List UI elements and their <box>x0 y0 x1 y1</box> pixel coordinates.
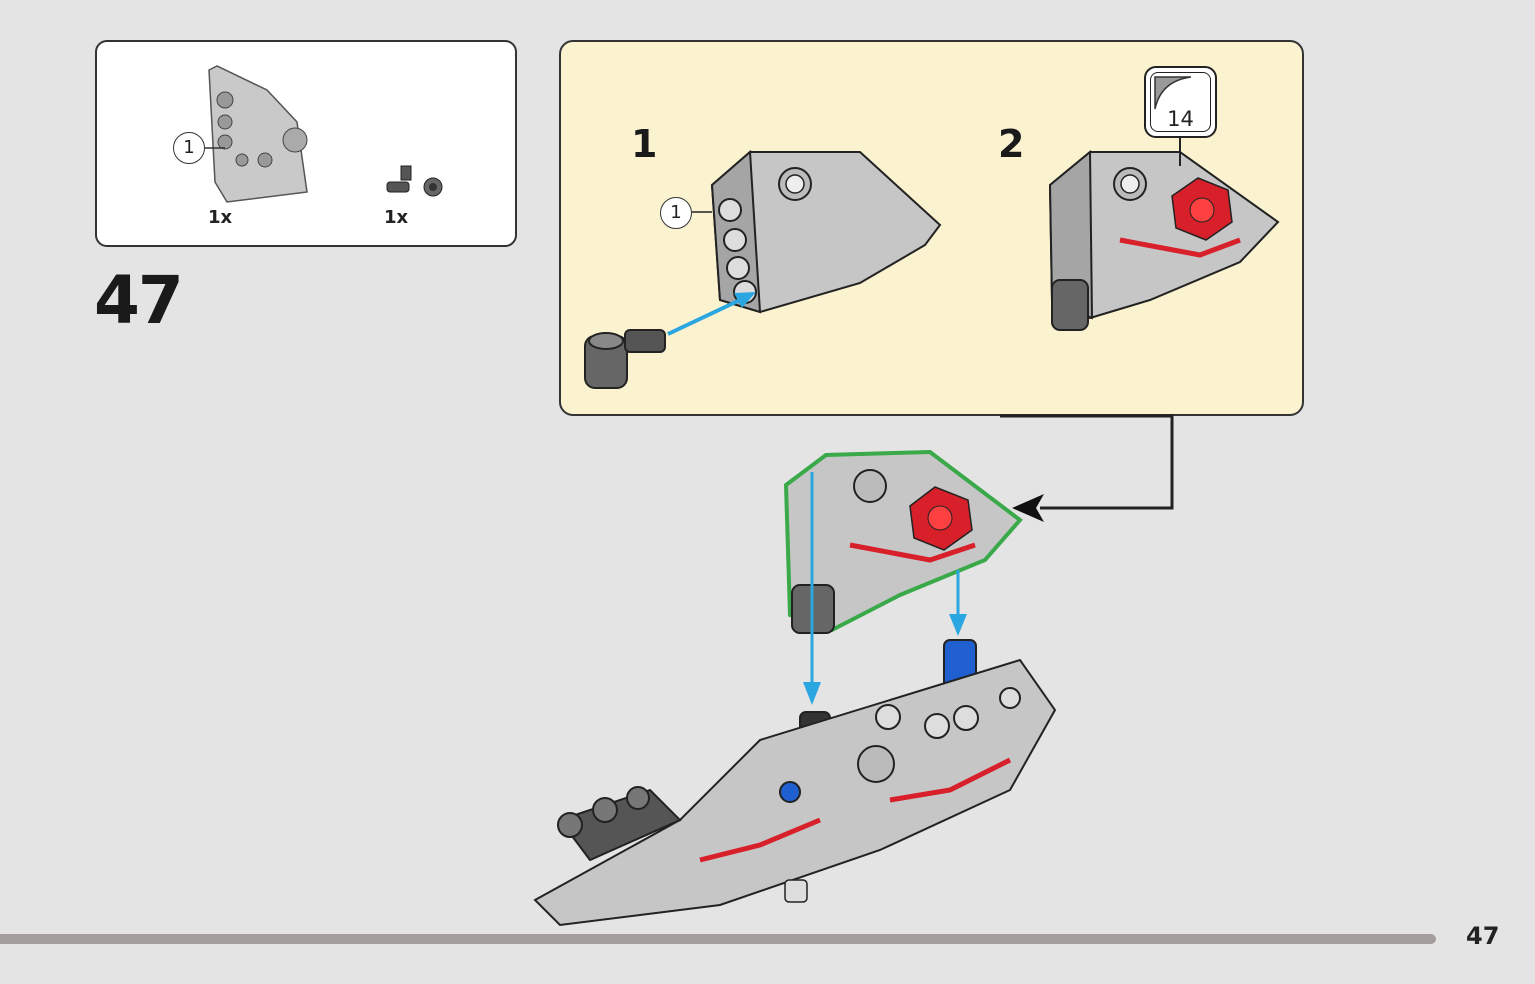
parts-illustrations <box>202 65 443 203</box>
sticker-peel-icon <box>1154 76 1192 110</box>
pin-connector-icon <box>584 329 666 389</box>
part-callout-circle: 1 <box>173 132 205 164</box>
main-assembly-illustration <box>533 639 1057 927</box>
pin-connector-icon <box>386 165 443 197</box>
page-number: 47 <box>1466 922 1500 950</box>
sticker-number: 14 <box>1167 107 1194 131</box>
page-progress-bar <box>0 934 1436 944</box>
sticker-callout: 14 <box>1144 66 1217 138</box>
down-arrow <box>803 472 967 705</box>
substep-number: 2 <box>998 122 1025 166</box>
highlighted-subassembly <box>783 449 1023 634</box>
angled-panel-icon <box>202 65 308 203</box>
subassembly-connector-arrow <box>1000 414 1174 522</box>
part-callout-circle: 1 <box>660 197 692 229</box>
step-number: 47 <box>94 262 184 339</box>
substep2-panel-illustration <box>1048 138 1280 331</box>
sticker-frame <box>1150 72 1211 132</box>
part-quantity: 1x <box>208 207 233 228</box>
parts-list-box: 1 1x 1x <box>95 40 517 247</box>
substep-number: 1 <box>631 122 658 166</box>
insert-arrow <box>667 292 756 336</box>
substep1-panel-illustration <box>692 149 942 314</box>
part-quantity: 1x <box>384 207 409 228</box>
